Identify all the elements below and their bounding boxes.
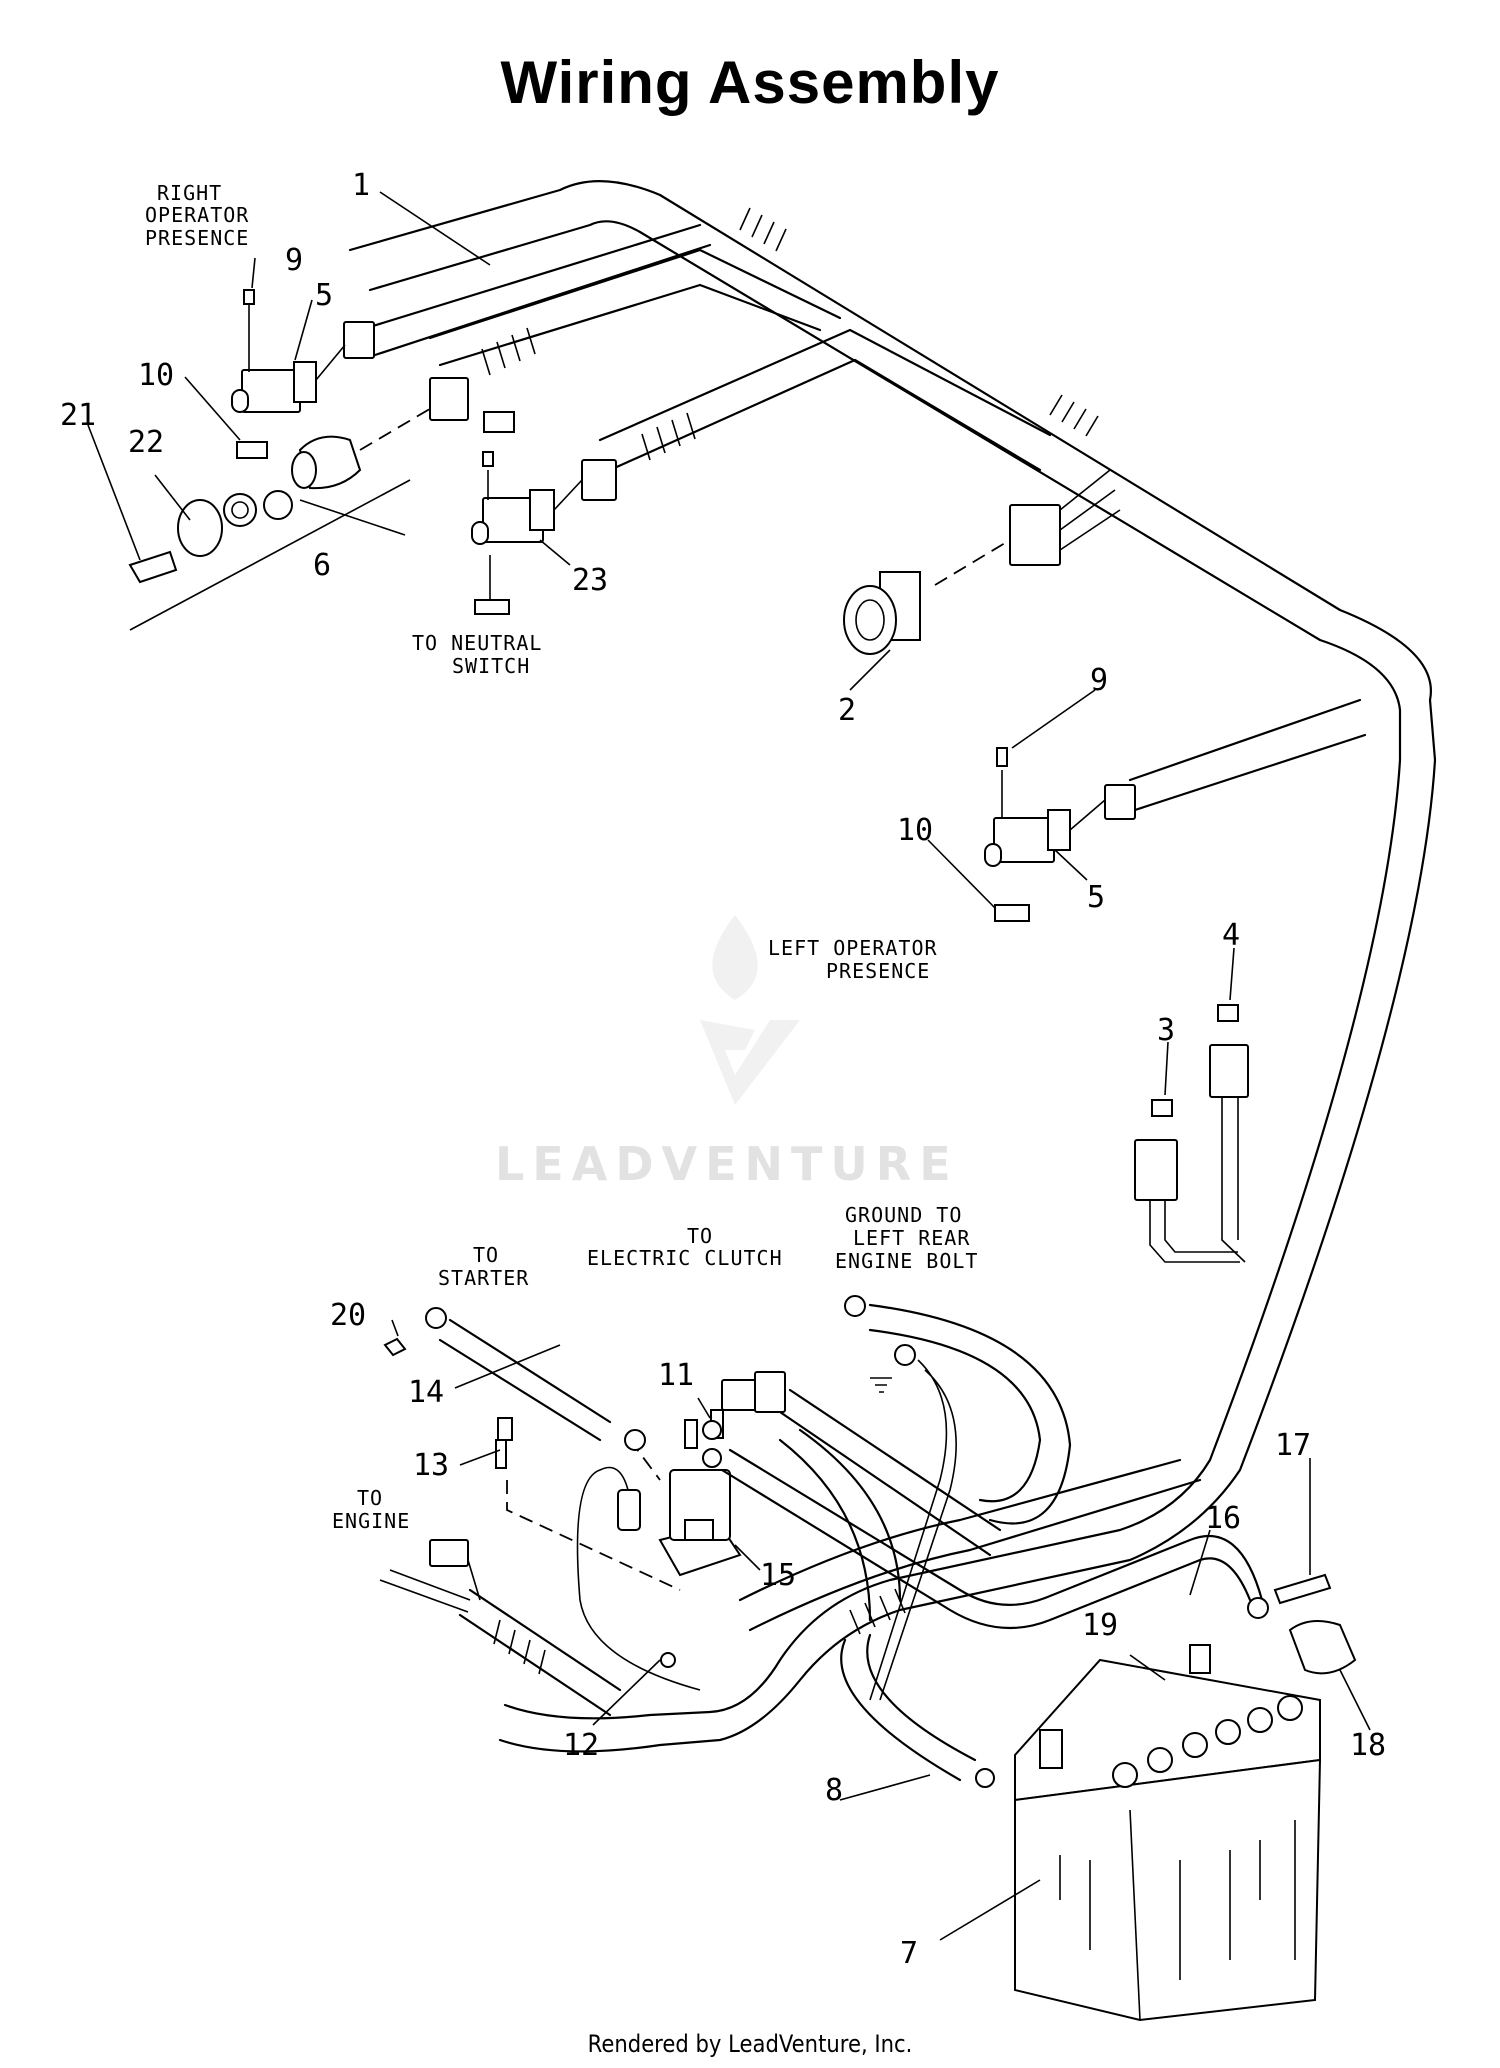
harness-loom [481,207,1099,461]
callout-3: 3 [1157,1013,1175,1048]
callout-4: 4 [1222,918,1240,953]
svg-text:TO: TO [687,1224,713,1248]
callout-12: 12 [563,1728,599,1763]
callout-16: 16 [1205,1501,1241,1536]
callout-17: 17 [1275,1428,1311,1463]
ignition-switch [128,399,446,584]
note-left-presence: LEFT OPERATOR PRESENCE [768,936,938,983]
note-starter: TO STARTER [438,1243,529,1290]
left-presence-switch [984,698,1367,922]
svg-text:TO: TO [473,1243,499,1267]
note-engine: TO ENGINE [332,1486,410,1533]
watermark-logo-icon [700,915,800,1105]
svg-text:ELECTRIC CLUTCH: ELECTRIC CLUTCH [587,1246,783,1270]
svg-text:GROUND TO: GROUND TO [845,1203,962,1227]
svg-text:TO: TO [357,1486,383,1510]
starter-solenoid [495,1409,742,1691]
callout-21: 21 [60,398,96,433]
callout-14: 14 [408,1375,444,1410]
watermark-text: LEADVENTURE [495,1137,959,1191]
engine-leads [379,1539,481,1613]
svg-text:PRESENCE: PRESENCE [145,226,249,250]
main-harness [348,180,1437,1753]
note-right-presence: RIGHT OPERATOR PRESENCE [145,181,249,250]
callout-8: 8 [825,1773,843,1808]
svg-text:ENGINE BOLT: ENGINE BOLT [835,1249,978,1273]
callout-15: 15 [760,1558,796,1593]
callout-6: 6 [313,548,331,583]
callout-labels: 1 2 3 4 5 5 6 7 8 9 9 10 10 11 12 13 14 … [60,168,1386,1971]
hour-meter [843,469,1121,655]
callout-20: 20 [330,1298,366,1333]
positive-cable [702,1420,1357,1675]
fuse-holders [1134,1004,1249,1263]
footer-credit: Rendered by LeadVenture, Inc. [587,2030,913,2058]
note-neutral-switch: TO NEUTRAL SWITCH [412,631,542,678]
callout-22: 22 [128,425,164,460]
callout-10b: 10 [897,813,933,848]
right-presence-switch [231,289,375,459]
svg-text:RIGHT: RIGHT [157,181,222,205]
svg-text:TO NEUTRAL: TO NEUTRAL [412,631,542,655]
page-title: Wiring Assembly [500,49,1000,116]
callout-5b: 5 [1087,880,1105,915]
callout-19: 19 [1082,1608,1118,1643]
svg-text:OPERATOR: OPERATOR [145,203,249,227]
note-ground: GROUND TO LEFT REAR ENGINE BOLT [835,1203,978,1273]
svg-text:ENGINE: ENGINE [332,1509,410,1533]
svg-text:LEFT OPERATOR: LEFT OPERATOR [768,936,938,960]
callout-9a: 9 [285,243,303,278]
ground-cable [840,1633,995,1788]
callout-leaders [87,191,1371,1941]
lower-harness [458,1428,1202,1717]
starter-cable [383,1307,646,1451]
callout-10a: 10 [138,358,174,393]
svg-text:LEFT REAR: LEFT REAR [853,1226,970,1250]
callout-9b: 9 [1090,663,1108,698]
clutch-lead [721,1295,1072,1701]
callout-5a: 5 [315,278,333,313]
note-clutch: TO ELECTRIC CLUTCH [587,1224,783,1270]
callout-13: 13 [413,1448,449,1483]
callout-1: 1 [352,168,370,203]
svg-text:SWITCH: SWITCH [452,654,530,678]
callout-18: 18 [1350,1728,1386,1763]
callout-11: 11 [658,1358,694,1393]
svg-text:PRESENCE: PRESENCE [826,959,930,983]
battery [1014,1644,1322,2022]
callout-7: 7 [900,1936,918,1971]
callout-2: 2 [838,693,856,728]
callout-23: 23 [572,563,608,598]
neutral-switch [429,377,617,615]
svg-text:STARTER: STARTER [438,1266,529,1290]
